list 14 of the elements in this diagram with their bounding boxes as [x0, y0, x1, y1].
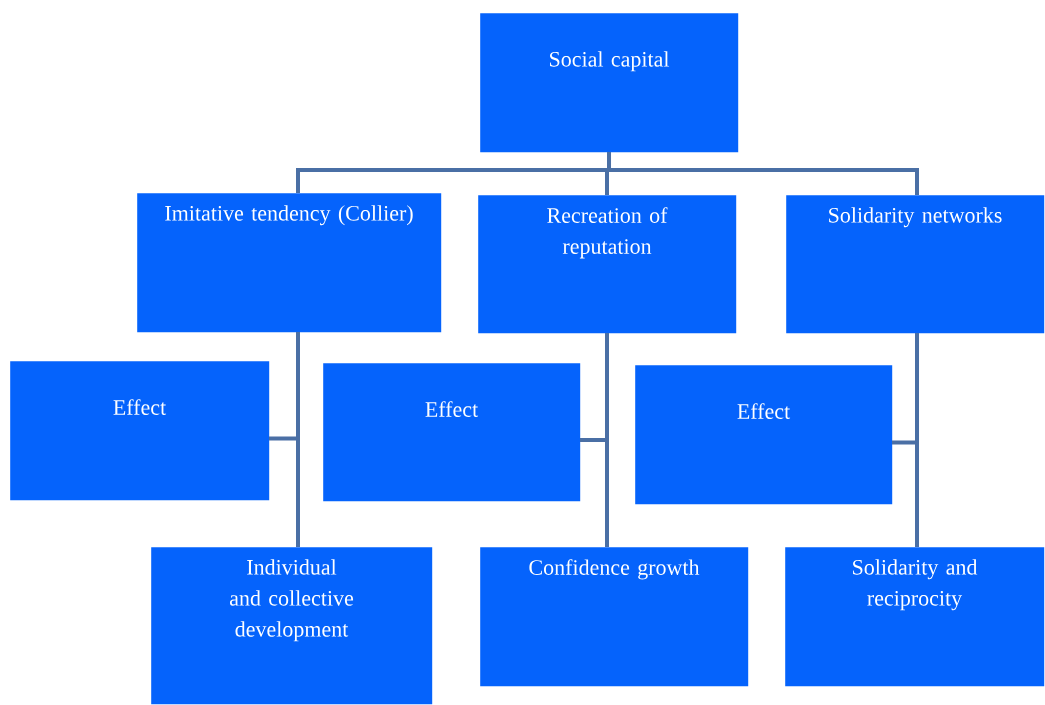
text-box: Solidarity networks	[786, 195, 1045, 334]
text-box: Effect	[635, 365, 893, 505]
text-box: Imitative tendency (Collier)	[137, 193, 442, 333]
text-box: Effect	[323, 363, 581, 502]
text-box: Confidence growth	[480, 547, 749, 687]
text-box: Effect	[10, 361, 270, 501]
connector-line	[296, 332, 300, 547]
text-box: Recreation of reputation	[478, 195, 737, 334]
connector-line	[915, 333, 919, 547]
connector-line	[605, 333, 609, 547]
text-box: Solidarity and reciprocity	[785, 547, 1045, 687]
connector-line	[607, 152, 919, 195]
text-box: Social capital	[480, 13, 739, 153]
text-box: Individual and collective development	[151, 547, 433, 705]
